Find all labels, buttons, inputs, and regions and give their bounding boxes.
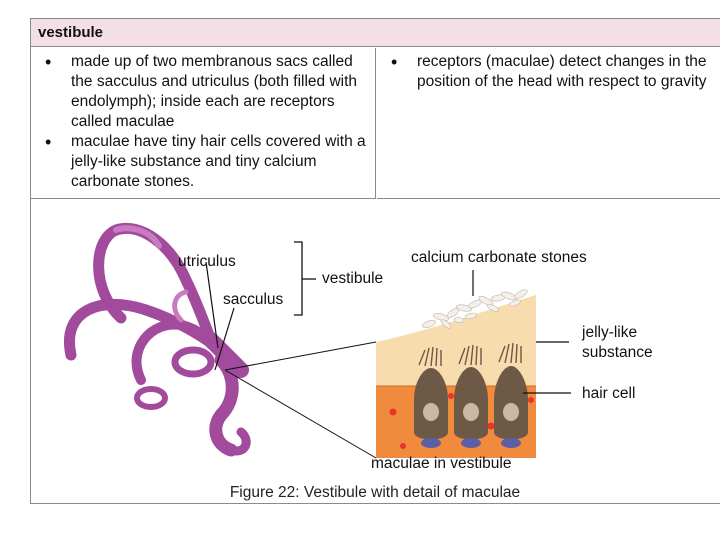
macula-detail [376, 289, 536, 458]
figure-area: utriculus sacculus vestibule calcium car… [31, 200, 720, 504]
function-bullet-list: receptors (maculae) detect changes in th… [385, 52, 714, 92]
jelly-label-line-1: jelly-like [581, 324, 637, 341]
sacculus-pointer [214, 307, 235, 371]
jelly-label-line-2: substance [582, 344, 653, 361]
structure-cell: made up of two membranous sacs called th… [31, 48, 376, 199]
hair-cell-3 [494, 342, 528, 448]
bullet-item: receptors (maculae) detect changes in th… [385, 52, 714, 92]
zoom-line-top [224, 341, 377, 371]
function-cell: receptors (maculae) detect changes in th… [377, 48, 720, 199]
hair-cell-1 [414, 346, 448, 448]
sacculus-label: sacculus [223, 291, 284, 308]
utriculus-pointer [205, 261, 219, 349]
bullet-item: maculae have tiny hair cells covered wit… [39, 132, 369, 192]
vestibule-diagram: utriculus sacculus vestibule calcium car… [64, 223, 653, 501]
bullet-item: made up of two membranous sacs called th… [39, 52, 369, 132]
content-frame: vestibule made up of two membranous sacs… [30, 18, 720, 504]
stones-label: calcium carbonate stones [411, 249, 587, 266]
vestibule-bracket [294, 241, 303, 316]
structure-bullet-list: made up of two membranous sacs called th… [39, 52, 369, 192]
table-title: vestibule [38, 24, 104, 41]
maculae-label: maculae in vestibule [371, 455, 511, 472]
table-title-bar: vestibule [31, 19, 720, 47]
calcium-stones [422, 289, 528, 329]
vestibule-label: vestibule [322, 270, 383, 287]
utriculus-label: utriculus [178, 253, 236, 270]
inner-ear-illustration [64, 223, 251, 457]
tissue-dots [389, 393, 534, 449]
hair-cells [414, 342, 528, 448]
hair-cell-label: hair cell [582, 385, 635, 402]
figure-caption: Figure 22: Vestibule with detail of macu… [230, 484, 520, 501]
zoom-line-bottom [224, 369, 377, 459]
hair-cell-2 [454, 344, 488, 448]
